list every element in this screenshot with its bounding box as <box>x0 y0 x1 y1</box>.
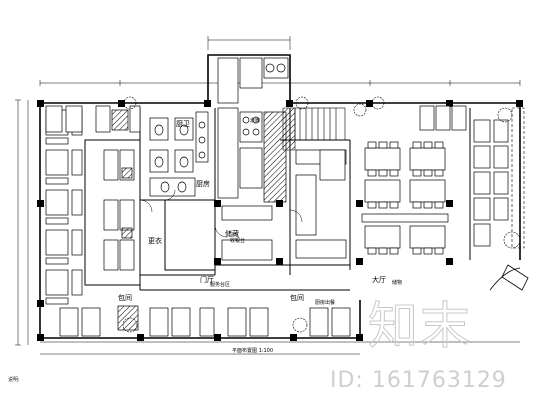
staircase <box>282 107 346 151</box>
dimension-lines <box>15 36 521 355</box>
label-storage-1: 储藏 <box>225 229 239 238</box>
bottom-booth-seating <box>59 305 351 337</box>
note-storage: 储物 <box>392 279 402 286</box>
note-cashier: 收银台 <box>230 237 245 244</box>
inner-booth-seating <box>103 149 135 271</box>
label-kitchen-area-2: 厨房 <box>196 179 210 188</box>
entrance-door <box>489 264 529 291</box>
interior-walls <box>84 108 471 291</box>
label-dining-room-2: 包间 <box>290 293 304 302</box>
annotation-labels: 服务台区 收银台 厨房出餐 储物 走廊 平面布置图 1:100 <box>210 117 402 354</box>
dining-tables <box>361 141 449 255</box>
left-booth-seating <box>45 109 83 305</box>
kitchen-equipment <box>217 57 347 261</box>
right-booth-seating <box>419 105 509 247</box>
room-labels: 厨卫 厨房 更衣 储藏 包间 包间 大厅 门厅 <box>118 120 386 302</box>
door-swings <box>139 189 303 238</box>
planters <box>122 96 525 333</box>
label-hall: 大厅 <box>372 275 386 284</box>
note-kitchen-pass: 厨房出餐 <box>315 299 335 306</box>
note-corridor: 走廊 <box>250 117 260 124</box>
label-office: 更衣 <box>148 236 162 245</box>
left-note: 说明: <box>8 377 20 383</box>
label-dining-room: 包间 <box>118 293 132 302</box>
watermark-id: ID: 161763129 <box>330 368 507 393</box>
columns <box>37 100 523 341</box>
restroom-fixtures <box>149 111 209 197</box>
outer-walls <box>39 54 521 339</box>
label-kitchen-area-1: 厨卫 <box>176 120 190 128</box>
note-service-desk: 服务台区 <box>210 281 230 288</box>
label-side: 门厅 <box>200 275 214 284</box>
watermark-logo: 知末 <box>368 297 472 356</box>
bottom-title: 平面布置图 1:100 <box>232 347 273 354</box>
top-booth-seating <box>45 105 141 133</box>
